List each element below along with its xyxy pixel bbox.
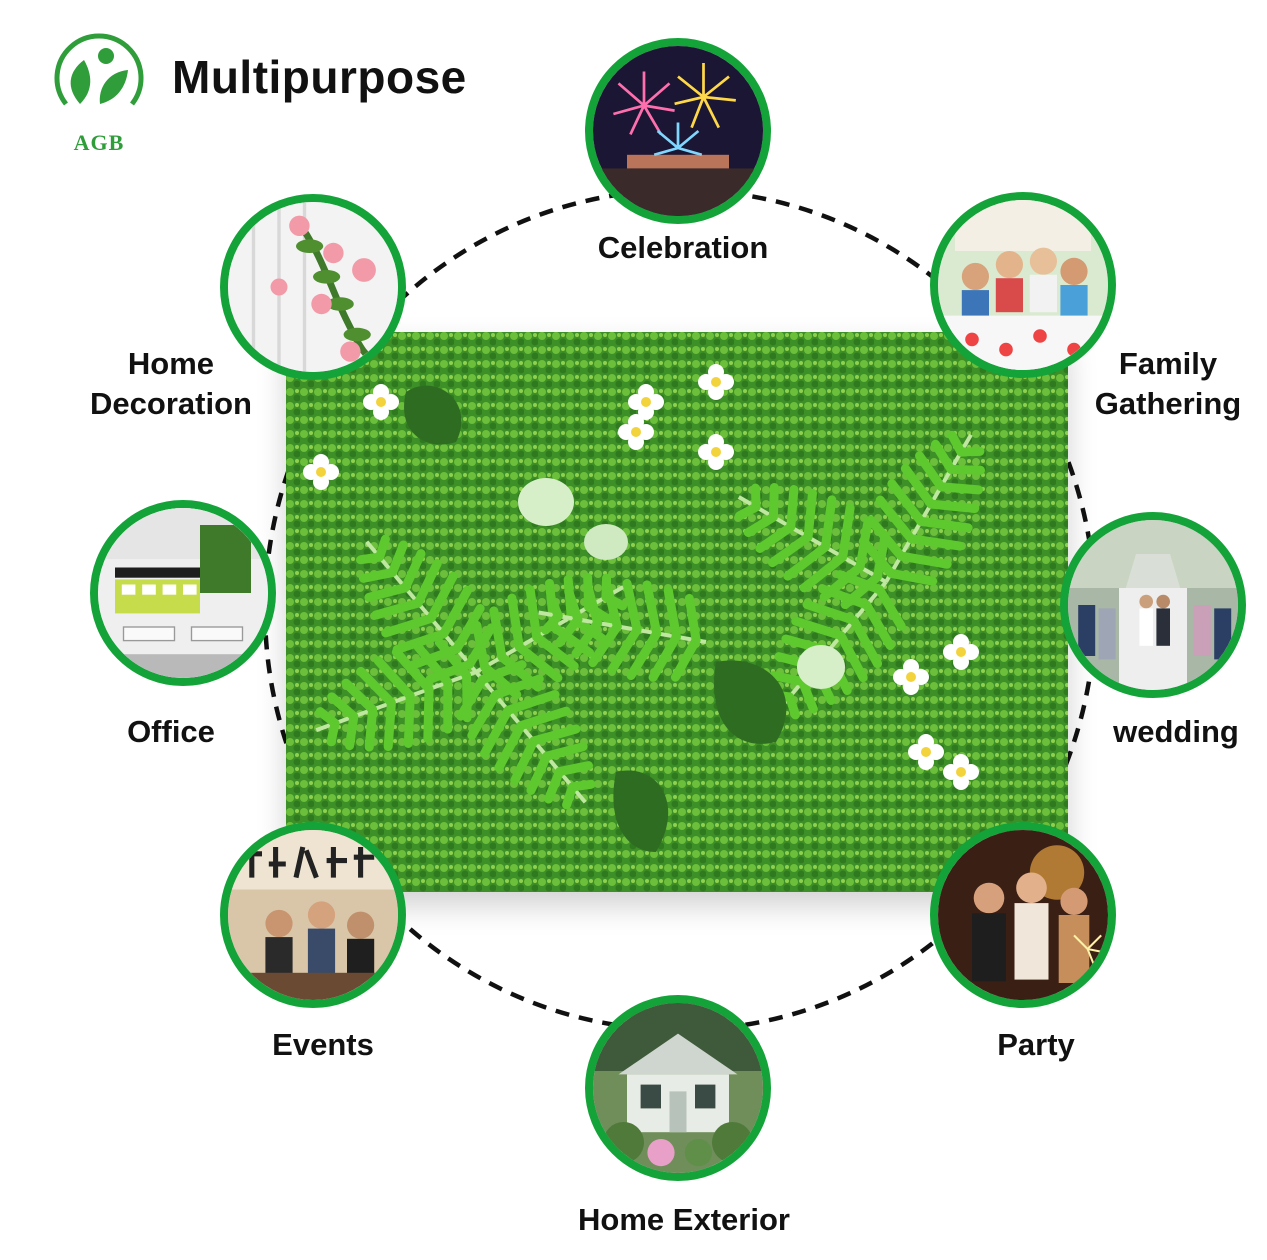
flower-icon — [228, 202, 398, 372]
label-events: Events — [250, 1025, 396, 1065]
label-text-line2: Gathering — [1094, 386, 1242, 421]
fireworks-icon — [593, 46, 763, 216]
bubble-events — [220, 822, 406, 1008]
bubble-office — [90, 500, 276, 686]
office-icon — [98, 508, 268, 678]
bubble-party — [930, 822, 1116, 1008]
label-party: Party — [976, 1025, 1096, 1065]
label-text-line1: Home — [127, 346, 215, 381]
bubble-home-exterior — [585, 995, 771, 1181]
bubble-celebration — [585, 38, 771, 224]
label-text: Office — [127, 714, 215, 749]
leaf-person-icon — [54, 33, 144, 106]
bubble-home-decoration — [220, 194, 406, 380]
label-home-exterior: Home Exterior — [540, 1200, 828, 1240]
label-text: Party — [997, 1027, 1075, 1062]
label-family-gathering: Family Gathering — [1080, 344, 1256, 424]
events-icon — [228, 830, 398, 1000]
house-icon — [593, 1003, 763, 1173]
party-icon — [938, 830, 1108, 1000]
label-text-line2: Decoration — [90, 386, 252, 421]
label-home-decoration: Home Decoration — [76, 344, 266, 424]
label-celebration: Celebration — [560, 228, 806, 268]
bubble-wedding — [1060, 512, 1246, 698]
wedding-icon — [1068, 520, 1238, 690]
label-text-line1: Family — [1118, 346, 1218, 381]
bubble-family-gathering — [930, 192, 1116, 378]
brand-logo: AGB — [46, 26, 152, 155]
label-text: Home Exterior — [578, 1202, 790, 1237]
label-office: Office — [106, 712, 236, 752]
page-title: Multipurpose — [172, 51, 467, 103]
label-text: Celebration — [597, 230, 769, 265]
label-text: Events — [272, 1027, 374, 1062]
logo-text: AGB — [73, 130, 125, 155]
foliage-icon — [286, 332, 1068, 892]
family-icon — [938, 200, 1108, 370]
label-text: wedding — [1113, 714, 1239, 749]
label-wedding: wedding — [1090, 712, 1262, 752]
artificial-grass-wall — [286, 332, 1068, 892]
